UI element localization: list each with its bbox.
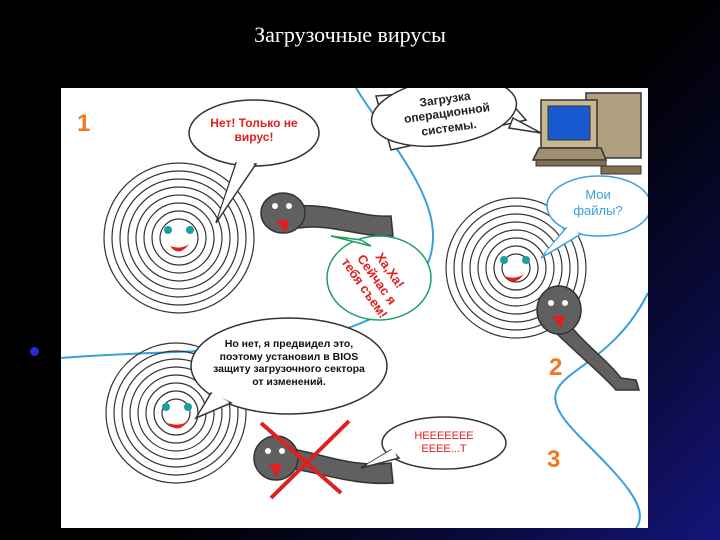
step-number-3: 3 <box>547 446 561 473</box>
red-cross-mark <box>259 419 351 500</box>
scene-drawing <box>61 88 648 528</box>
divider-line-right <box>554 292 648 528</box>
bubble-noo-shape <box>360 416 507 470</box>
bubble-files-shape <box>540 175 648 259</box>
bubble-os-shape <box>370 88 542 151</box>
slide-title: Загрузочные вирусы <box>254 22 446 47</box>
bubble-haha-shape <box>326 235 432 321</box>
bullet-dot <box>30 347 39 356</box>
bubble-bios-shape <box>190 317 388 420</box>
virus-worm-1 <box>260 192 394 237</box>
step-number-1: 1 <box>77 110 91 137</box>
virus-worm-2 <box>536 285 641 391</box>
computer-icon <box>531 92 642 175</box>
disk-2 <box>445 197 587 339</box>
disk-1 <box>103 162 255 314</box>
bubble-bios: Но нет, я предвидел это, поэтому установ… <box>213 338 365 388</box>
disk-3 <box>105 342 247 484</box>
illustration-panel: 1 2 3 Нет! Только не вирус! Загрузка опе… <box>61 88 648 528</box>
bubble-my-files: Мои файлы? <box>573 187 623 218</box>
bubble-not-virus-shape <box>188 99 320 224</box>
bubble-not-virus: Нет! Только не вирус! <box>210 116 298 145</box>
bubble-noo: НЕЕЕЕЕЕЕ ЕЕЕЕ...Т <box>414 430 474 456</box>
step-number-2: 2 <box>549 354 563 381</box>
